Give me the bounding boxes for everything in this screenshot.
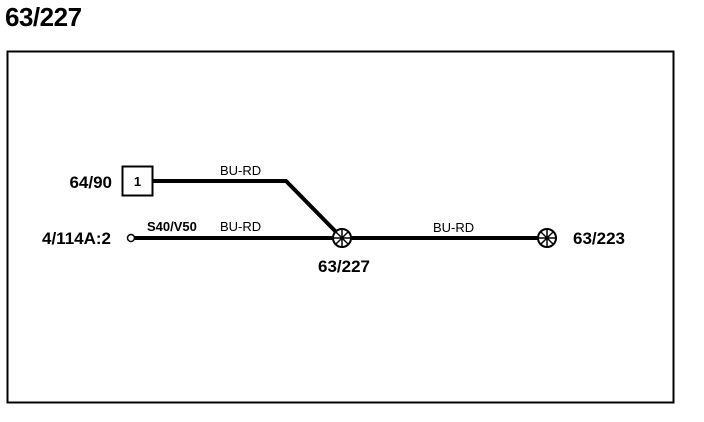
- ground-label: 63/223: [573, 229, 625, 248]
- splice-label: 63/227: [318, 257, 370, 276]
- connector-pin-number: 1: [134, 174, 141, 189]
- terminal-point[interactable]: [126, 233, 136, 243]
- connector-box[interactable]: [121, 165, 154, 197]
- splice-symbol[interactable]: [332, 228, 352, 248]
- terminal-label: 4/114A:2: [42, 229, 111, 248]
- wire-color-right: BU-RD: [433, 220, 474, 235]
- wire-variant-label: S40/V50: [147, 219, 197, 234]
- wire-connector-to-splice[interactable]: [153, 179, 344, 240]
- page-title: 63/227: [5, 2, 82, 32]
- ground-symbol[interactable]: [537, 228, 557, 248]
- diagram-frame: [6, 50, 675, 404]
- wire-color-top: BU-RD: [220, 163, 261, 178]
- connector-label: 64/90: [69, 173, 112, 192]
- wire-color-left: BU-RD: [220, 219, 261, 234]
